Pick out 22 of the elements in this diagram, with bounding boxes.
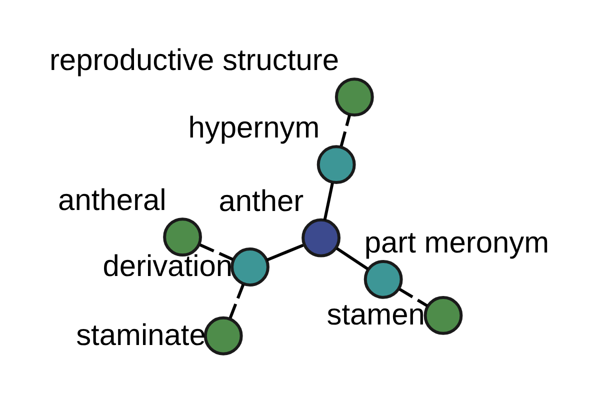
node-circle: [334, 78, 374, 117]
connector: [340, 114, 352, 146]
node-label: staminate: [76, 318, 206, 352]
connector: [198, 243, 234, 261]
node-circle: [424, 296, 463, 335]
node-label: part meronym: [364, 226, 550, 260]
node-label: anther: [218, 184, 304, 218]
node-label: derivation: [102, 250, 233, 283]
node-circle: [302, 218, 341, 258]
connector: [228, 284, 245, 320]
node-label: antheral: [58, 184, 166, 218]
connector: [266, 244, 304, 262]
connector: [323, 182, 334, 220]
node-circle: [316, 145, 356, 184]
node-circle: [204, 316, 243, 356]
node-circle: [230, 248, 270, 286]
node-label: hypernym: [188, 112, 320, 145]
node-label: reproductive structure: [49, 44, 339, 78]
node-circle: [364, 260, 403, 299]
connector: [398, 288, 428, 308]
node-label: stamen: [326, 298, 425, 332]
connector: [336, 247, 369, 270]
